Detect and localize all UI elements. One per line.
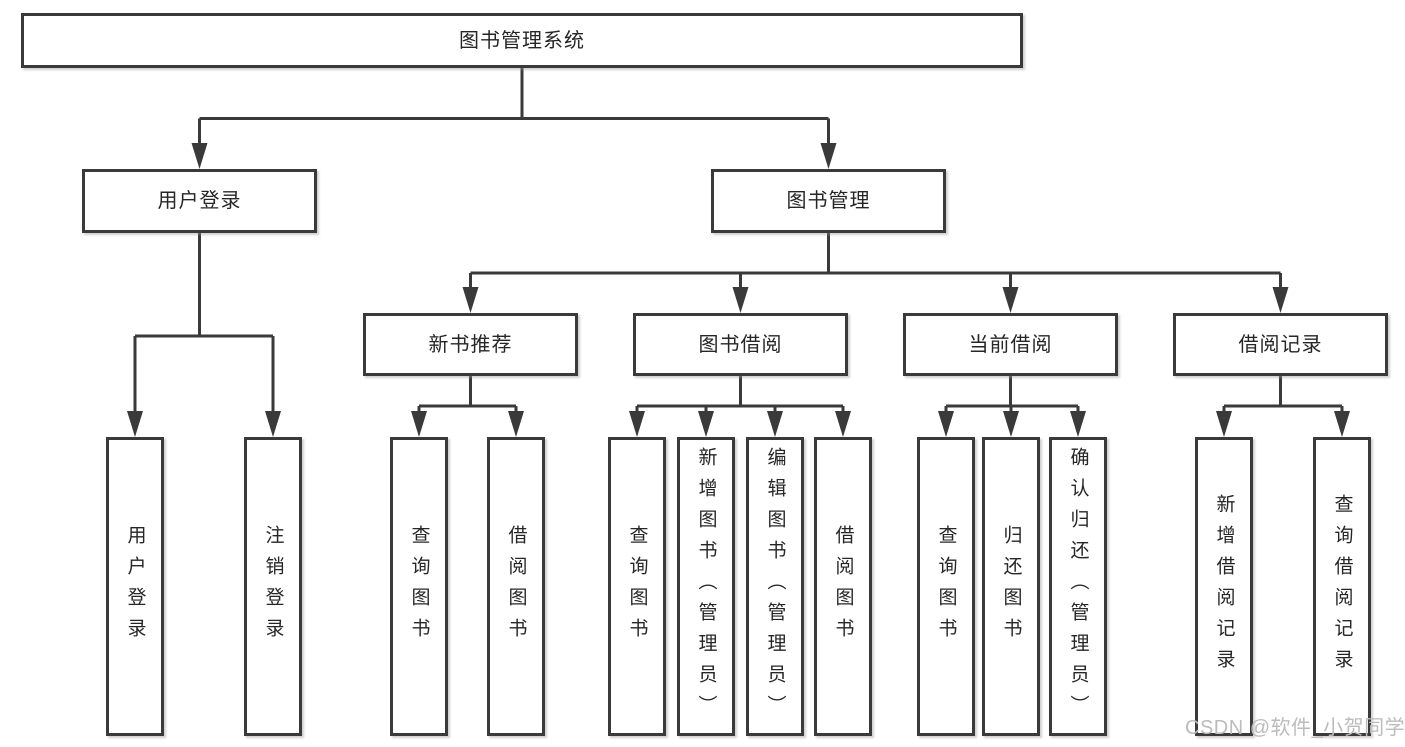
leaf-newbooks-query-books: 查询图书 <box>390 437 448 736</box>
node-library-management-system: 图书管理系统 <box>21 13 1023 68</box>
leaf-label: 查询图书 <box>626 524 648 649</box>
leaf-label: 新增借阅记录 <box>1213 493 1235 680</box>
leaf-label: 编辑图书（管理员） <box>764 447 786 726</box>
leaf-user-login: 用户登录 <box>106 437 164 736</box>
leaf-records-add-borrow-record: 新增借阅记录 <box>1195 437 1253 736</box>
leaf-borrow-borrow-books: 借阅图书 <box>814 437 872 736</box>
leaf-borrow-query-books: 查询图书 <box>608 437 666 736</box>
leaf-records-query-borrow-record: 查询借阅记录 <box>1313 437 1371 736</box>
leaf-label: 查询图书 <box>935 524 957 649</box>
leaf-current-return-books: 归还图书 <box>982 437 1040 736</box>
node-new-book-recommend: 新书推荐 <box>363 313 578 376</box>
node-book-borrow: 图书借阅 <box>633 313 848 376</box>
leaf-label: 归还图书 <box>1000 524 1022 649</box>
leaf-current-confirm-return-admin: 确认归还（管理员） <box>1049 437 1107 736</box>
leaf-label: 借阅图书 <box>505 524 527 649</box>
node-current-borrow: 当前借阅 <box>903 313 1118 376</box>
leaf-label: 借阅图书 <box>832 524 854 649</box>
csdn-watermark: CSDN @软件_小贺同学 <box>1185 717 1405 739</box>
leaf-label: 用户登录 <box>124 524 146 649</box>
node-borrow-records: 借阅记录 <box>1173 313 1388 376</box>
node-label: 图书借阅 <box>698 333 783 356</box>
leaf-newbooks-borrow-books: 借阅图书 <box>487 437 545 736</box>
leaf-label: 注销登录 <box>262 524 284 649</box>
node-label: 用户登录 <box>157 190 242 212</box>
node-label: 新书推荐 <box>428 333 513 356</box>
leaf-label: 查询图书 <box>408 524 430 649</box>
node-label: 当前借阅 <box>968 333 1053 356</box>
node-label: 图书管理系统 <box>459 29 585 52</box>
leaf-label: 新增图书（管理员） <box>695 447 717 726</box>
node-book-management: 图书管理 <box>711 169 946 233</box>
leaf-current-query-books: 查询图书 <box>917 437 975 736</box>
leaf-borrow-edit-books-admin: 编辑图书（管理员） <box>746 437 804 736</box>
leaf-borrow-add-books-admin: 新增图书（管理员） <box>677 437 735 736</box>
leaf-label: 确认归还（管理员） <box>1067 447 1089 726</box>
leaf-label: 查询借阅记录 <box>1331 493 1353 680</box>
node-label: 借阅记录 <box>1238 333 1323 356</box>
node-user-login: 用户登录 <box>82 169 317 233</box>
leaf-logout-login: 注销登录 <box>244 437 302 736</box>
node-label: 图书管理 <box>786 190 871 212</box>
